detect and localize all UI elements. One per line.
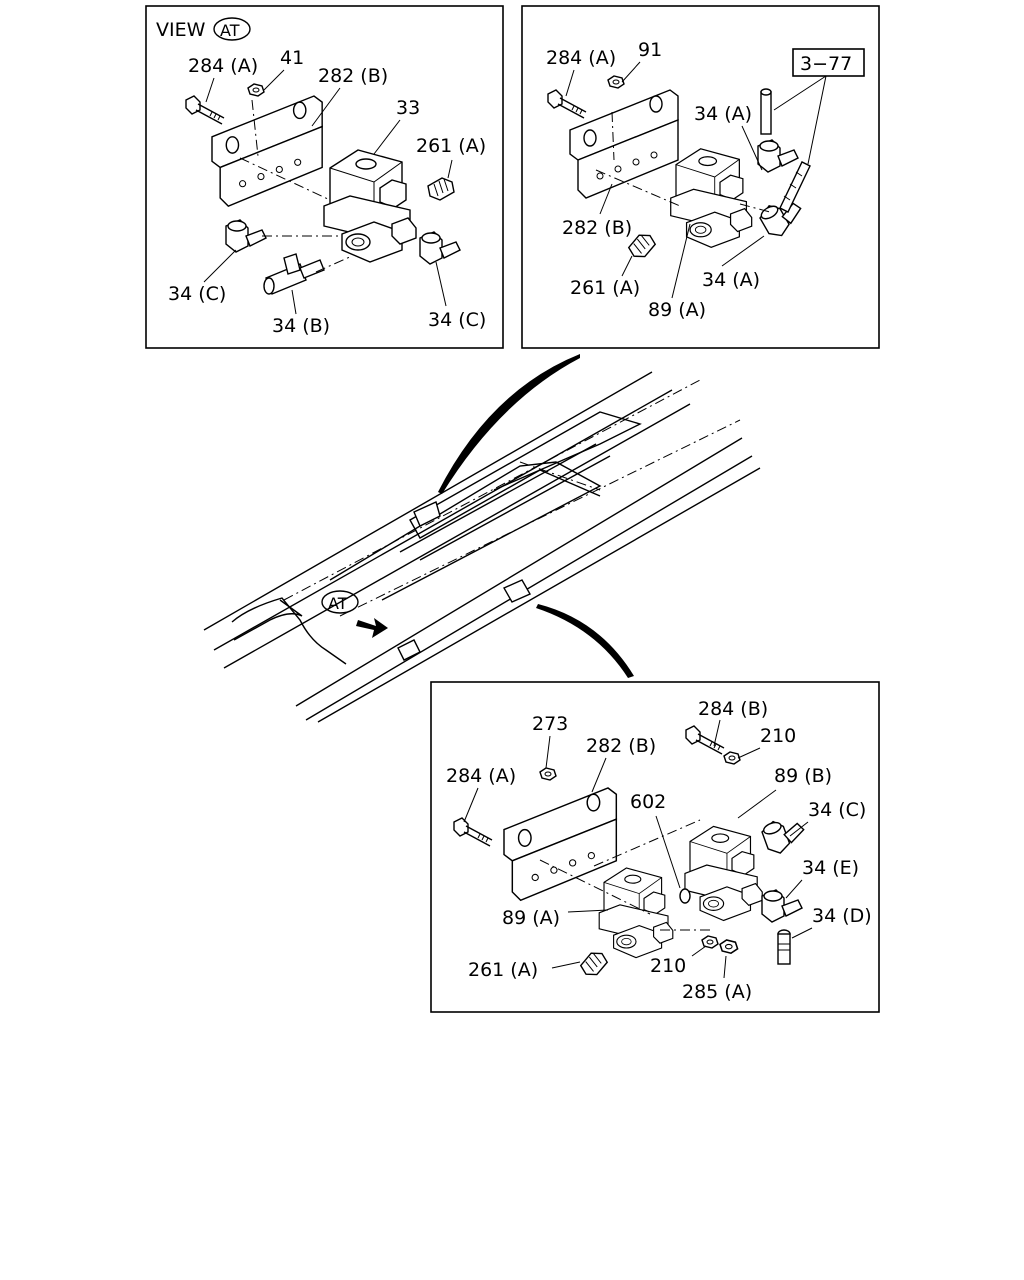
washer-210-bottom [701,935,719,949]
label-34c-right: 34 (C) [428,309,486,331]
valve-89a [598,867,674,959]
label-34a-bottom: 34 (A) [702,269,760,291]
fitting-34c-right [419,231,461,265]
bracket-282b [569,89,679,199]
view-badge: AT [220,21,240,40]
valve-89a [670,148,753,248]
label-284a: 284 (A) [446,765,516,787]
label-285a: 285 (A) [682,981,752,1003]
reference-box [792,48,865,77]
view-at-panel: VIEW AT 284 (A) 41 282 (B) 33 261 (A) 34… [145,5,504,349]
label-33: 33 [396,97,420,119]
label-34c-left: 34 (C) [168,283,226,305]
nut-285a [719,939,739,954]
fitting-34c [759,811,810,858]
bracket-282b [211,95,323,207]
frame-badge: AT [328,594,348,613]
label-91: 91 [638,39,662,61]
label-261a: 261 (A) [416,135,486,157]
o-ring-602 [679,888,691,904]
frame-badge-outline [321,590,359,614]
label-89b: 89 (B) [774,765,832,787]
fitting-34d [777,929,791,965]
label-284a: 284 (A) [546,47,616,69]
label-210-bottom: 210 [650,955,686,977]
chassis-frame: AT [203,354,761,723]
callout-curve-lower [536,604,634,678]
lower-panel: 273 284 (B) 210 282 (B) 284 (A) 89 (B) 6… [430,681,880,1013]
label-34a-top: 34 (A) [694,103,752,125]
label-34c: 34 (C) [808,799,866,821]
fitting-34a-bottom [756,192,809,242]
valve-mount-lower [397,639,421,661]
fitting-34e [761,889,803,923]
valve-mount-middle [503,579,531,603]
bolt-284a [185,95,225,125]
label-89a: 89 (A) [648,299,706,321]
bracket-282b [503,787,618,902]
label-41: 41 [280,47,304,69]
view-badge-outline [213,17,251,41]
label-602: 602 [630,791,666,813]
plug-261a [427,177,455,201]
label-284b: 284 (B) [698,698,768,720]
fitting-34c-left [225,219,267,253]
valve-33 [323,149,417,263]
pipe-3-77 [760,88,811,213]
washer-210-top [723,751,741,765]
valve-89b [684,825,763,922]
view-arrow-icon [356,618,388,638]
fitting-34b [263,253,325,295]
plug-261a [577,948,611,980]
nut-91 [607,75,625,89]
label-261a: 261 (A) [468,959,538,981]
bolt-284b [685,725,725,755]
label-34d: 34 (D) [812,905,872,927]
label-273: 273 [532,713,568,735]
valve-mount-upper [413,501,441,527]
label-34e: 34 (E) [802,857,859,879]
label-282b: 282 (B) [562,217,632,239]
label-282b: 282 (B) [586,735,656,757]
fitting-34a-top [757,139,799,173]
label-284a: 284 (A) [188,55,258,77]
label-34b: 34 (B) [272,315,330,337]
label-261a: 261 (A) [570,277,640,299]
reference-3-77: 3−77 [800,53,852,75]
label-282b: 282 (B) [318,65,388,87]
nut-41 [247,83,265,97]
label-89a: 89 (A) [502,907,560,929]
nut-273 [539,767,557,781]
upper-right-panel: 3−77 284 (A) 91 34 (A) 282 (B) 261 (A) 8… [521,5,880,349]
view-title: VIEW [156,19,206,41]
bolt-284a [453,817,493,847]
label-210-top: 210 [760,725,796,747]
